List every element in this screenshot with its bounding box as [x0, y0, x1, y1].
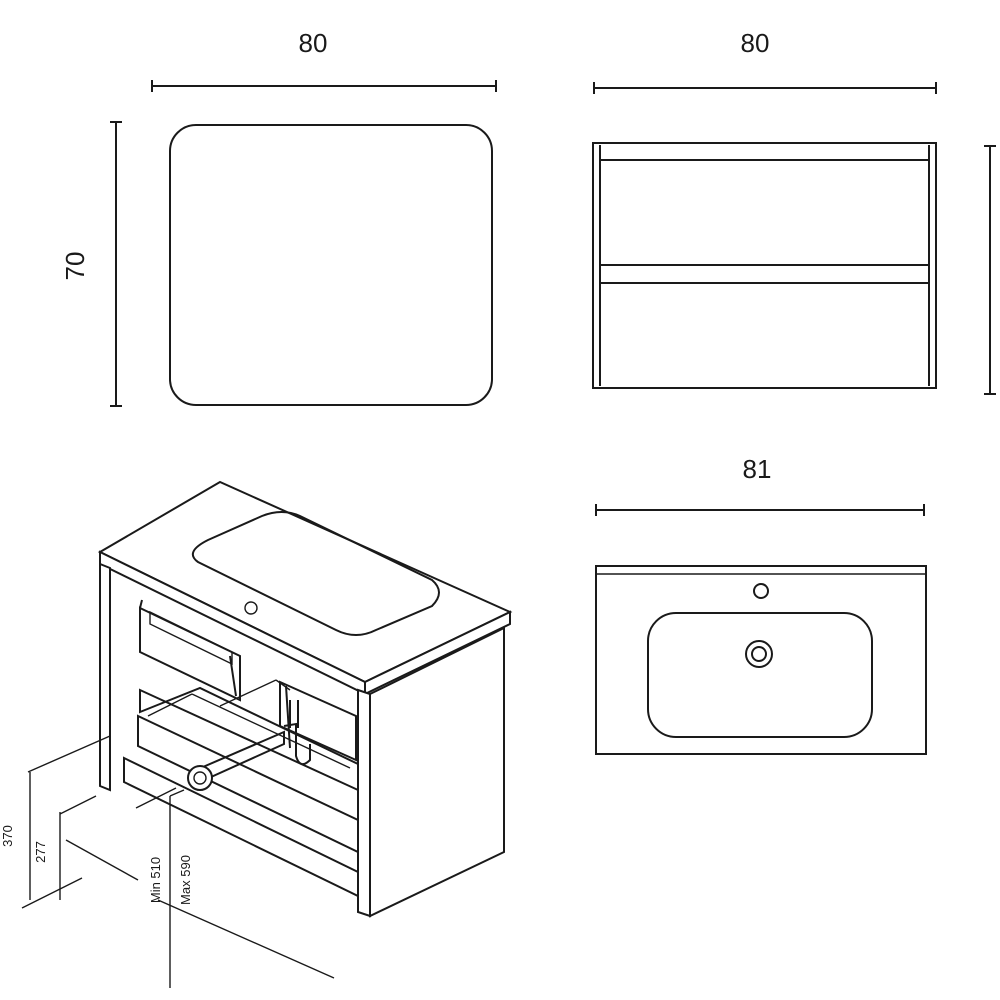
floor-line	[157, 899, 335, 979]
drain-outer	[745, 640, 773, 668]
cabinet-front	[592, 142, 937, 389]
top-view-depth-label: 70	[60, 252, 90, 281]
basin-top-view: 81	[595, 454, 927, 755]
front-view: 80	[592, 28, 996, 395]
perspective-tap-hole	[244, 601, 258, 615]
perspective-basin-bowl	[191, 511, 440, 636]
tap-hole	[753, 583, 769, 599]
perspective-view: 370 277 Min 510 Max 590	[0, 480, 513, 988]
height-277-label: 277	[33, 841, 48, 863]
drawer-divider	[599, 264, 930, 284]
right-panel-side	[369, 626, 505, 918]
lower-drawer-front	[137, 714, 359, 854]
min-510-label: Min 510	[148, 857, 163, 903]
top-view-width-label: 80	[299, 28, 328, 58]
max-590-label: Max 590	[178, 855, 193, 905]
bottom-plinth	[123, 756, 359, 898]
basin-width-label: 81	[743, 454, 772, 484]
basin-bowl	[647, 612, 873, 738]
basin-slab	[595, 565, 927, 755]
basin-outline	[169, 124, 493, 406]
drain-fitting	[187, 765, 213, 791]
height-370-label: 370	[0, 825, 15, 847]
dim-guide-277	[59, 795, 97, 815]
drain-inner	[751, 646, 767, 662]
dim-guide-370	[27, 735, 111, 773]
front-view-width-label: 80	[741, 28, 770, 58]
right-panel-front	[357, 688, 371, 918]
siphon	[283, 722, 311, 766]
top-view: 80 70	[60, 28, 497, 407]
drain-pipe	[195, 730, 285, 783]
